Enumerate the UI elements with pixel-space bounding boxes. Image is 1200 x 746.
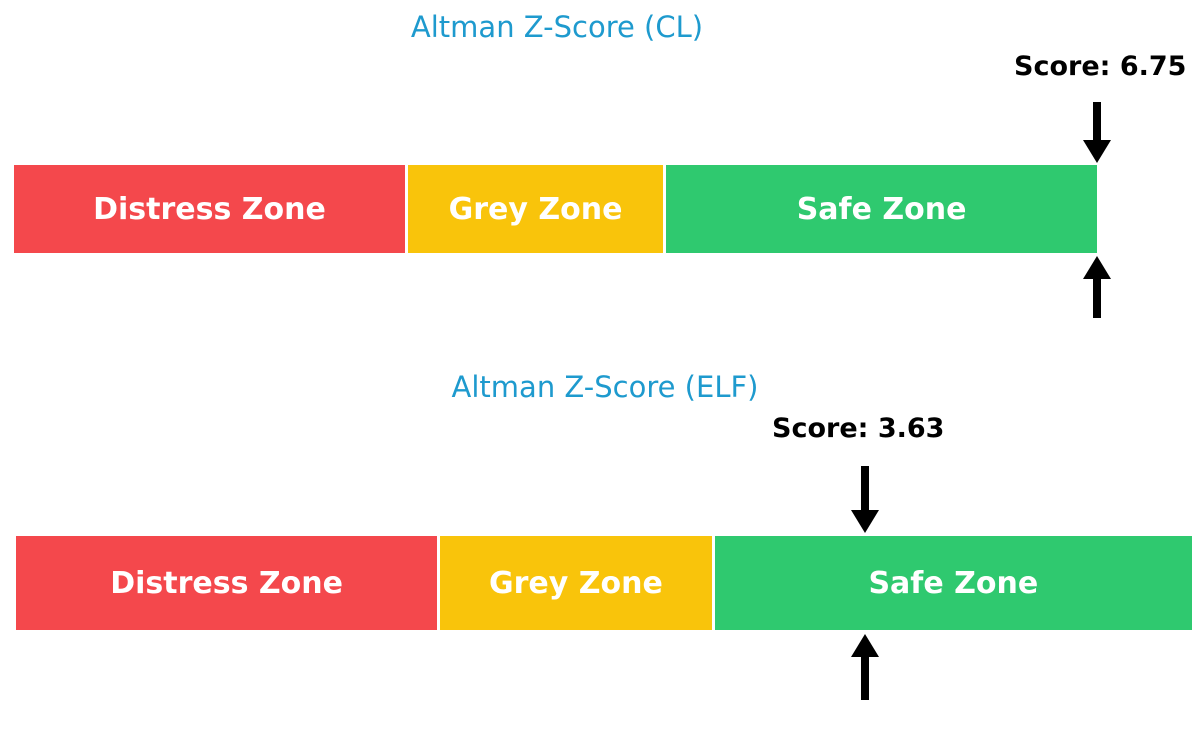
zone-label: Safe Zone	[868, 565, 1039, 601]
arrow-head	[1083, 256, 1111, 279]
zone-bar-area: Distress Zone Grey Zone Safe Zone	[16, 466, 1192, 700]
zone-bar-area: Distress Zone Grey Zone Safe Zone	[14, 102, 1111, 318]
score-annotation: Score: 3.63	[772, 413, 945, 444]
zone-label: Grey Zone	[489, 565, 663, 601]
score-annotation: Score: 6.75	[1014, 51, 1187, 82]
arrow-shaft	[1093, 279, 1101, 318]
arrow-head	[851, 510, 880, 533]
zone-label: Distress Zone	[110, 565, 343, 601]
zone-segment-distress: Distress Zone	[16, 536, 438, 630]
chart-title: Altman Z-Score (ELF)	[451, 370, 759, 404]
arrow-head	[1083, 140, 1111, 163]
zone-bar: Distress Zone Grey Zone Safe Zone	[16, 536, 1192, 630]
arrow-shaft	[861, 657, 870, 700]
up-arrow-icon	[851, 634, 880, 700]
down-arrow-icon	[1083, 102, 1111, 163]
zone-label: Distress Zone	[93, 191, 326, 227]
down-arrow-icon	[851, 466, 880, 533]
arrow-shaft	[1093, 102, 1101, 140]
arrow-shaft	[861, 466, 870, 510]
zone-label: Grey Zone	[448, 191, 623, 227]
up-arrow-icon	[1083, 256, 1111, 318]
zone-segment-safe: Safe Zone	[666, 165, 1097, 253]
arrow-head	[851, 634, 880, 657]
zone-bar: Distress Zone Grey Zone Safe Zone	[14, 165, 1097, 253]
zone-segment-grey: Grey Zone	[407, 165, 664, 253]
zone-segment-safe: Safe Zone	[714, 536, 1192, 630]
chart-title: Altman Z-Score (CL)	[410, 10, 704, 44]
zone-label: Safe Zone	[796, 191, 967, 227]
zone-segment-grey: Grey Zone	[440, 536, 712, 630]
zone-segment-distress: Distress Zone	[14, 165, 405, 253]
